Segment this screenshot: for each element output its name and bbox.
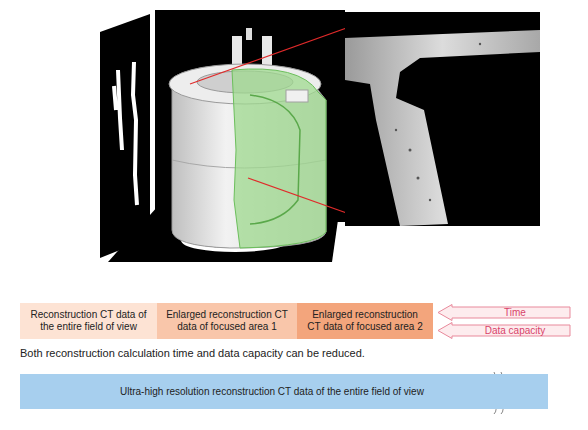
full-resolution-bar: Ultra-high resolution reconstruction CT … xyxy=(20,374,548,409)
data-box: Enlarged reconstruction CT data of focus… xyxy=(157,303,297,339)
side-projection-panel xyxy=(100,14,150,258)
arrow-shape xyxy=(438,305,570,321)
object-pin xyxy=(262,36,272,66)
pore-dot xyxy=(479,43,481,45)
pore-dot xyxy=(429,199,431,201)
arrow-label: Time xyxy=(504,307,526,319)
object-tab xyxy=(286,90,308,102)
pore-dot xyxy=(395,129,397,131)
zoom-section-slice xyxy=(345,30,540,226)
note-text: Both reconstruction calculation time and… xyxy=(20,347,365,360)
arrow-shape xyxy=(438,323,570,339)
box-label: Reconstruction CT data of the entire fie… xyxy=(20,309,157,333)
object-pin xyxy=(232,36,242,66)
data-box: Reconstruction CT data of the entire fie… xyxy=(20,303,157,339)
capacity-arrow: Data capacity xyxy=(437,322,571,339)
object-pin xyxy=(246,28,252,40)
projection-trace xyxy=(114,70,122,150)
data-box: Enlarged reconstruction CT data of focus… xyxy=(297,303,433,339)
time-arrow: Time xyxy=(437,304,571,321)
projection-trace xyxy=(133,62,137,205)
pore-dot xyxy=(409,149,412,152)
cutaway-section xyxy=(232,69,326,248)
box-label: Enlarged reconstruction CT data of focus… xyxy=(157,309,297,333)
cutaway-inner-wall xyxy=(250,95,300,224)
zoom-inset-panel xyxy=(345,12,540,226)
box-label: Enlarged reconstruction CT data of focus… xyxy=(297,309,433,333)
arrow-label: Data capacity xyxy=(485,325,546,337)
pore-dot xyxy=(417,177,420,180)
arrow-outline xyxy=(437,304,571,321)
box-label: Ultra-high resolution reconstruction CT … xyxy=(120,386,424,398)
